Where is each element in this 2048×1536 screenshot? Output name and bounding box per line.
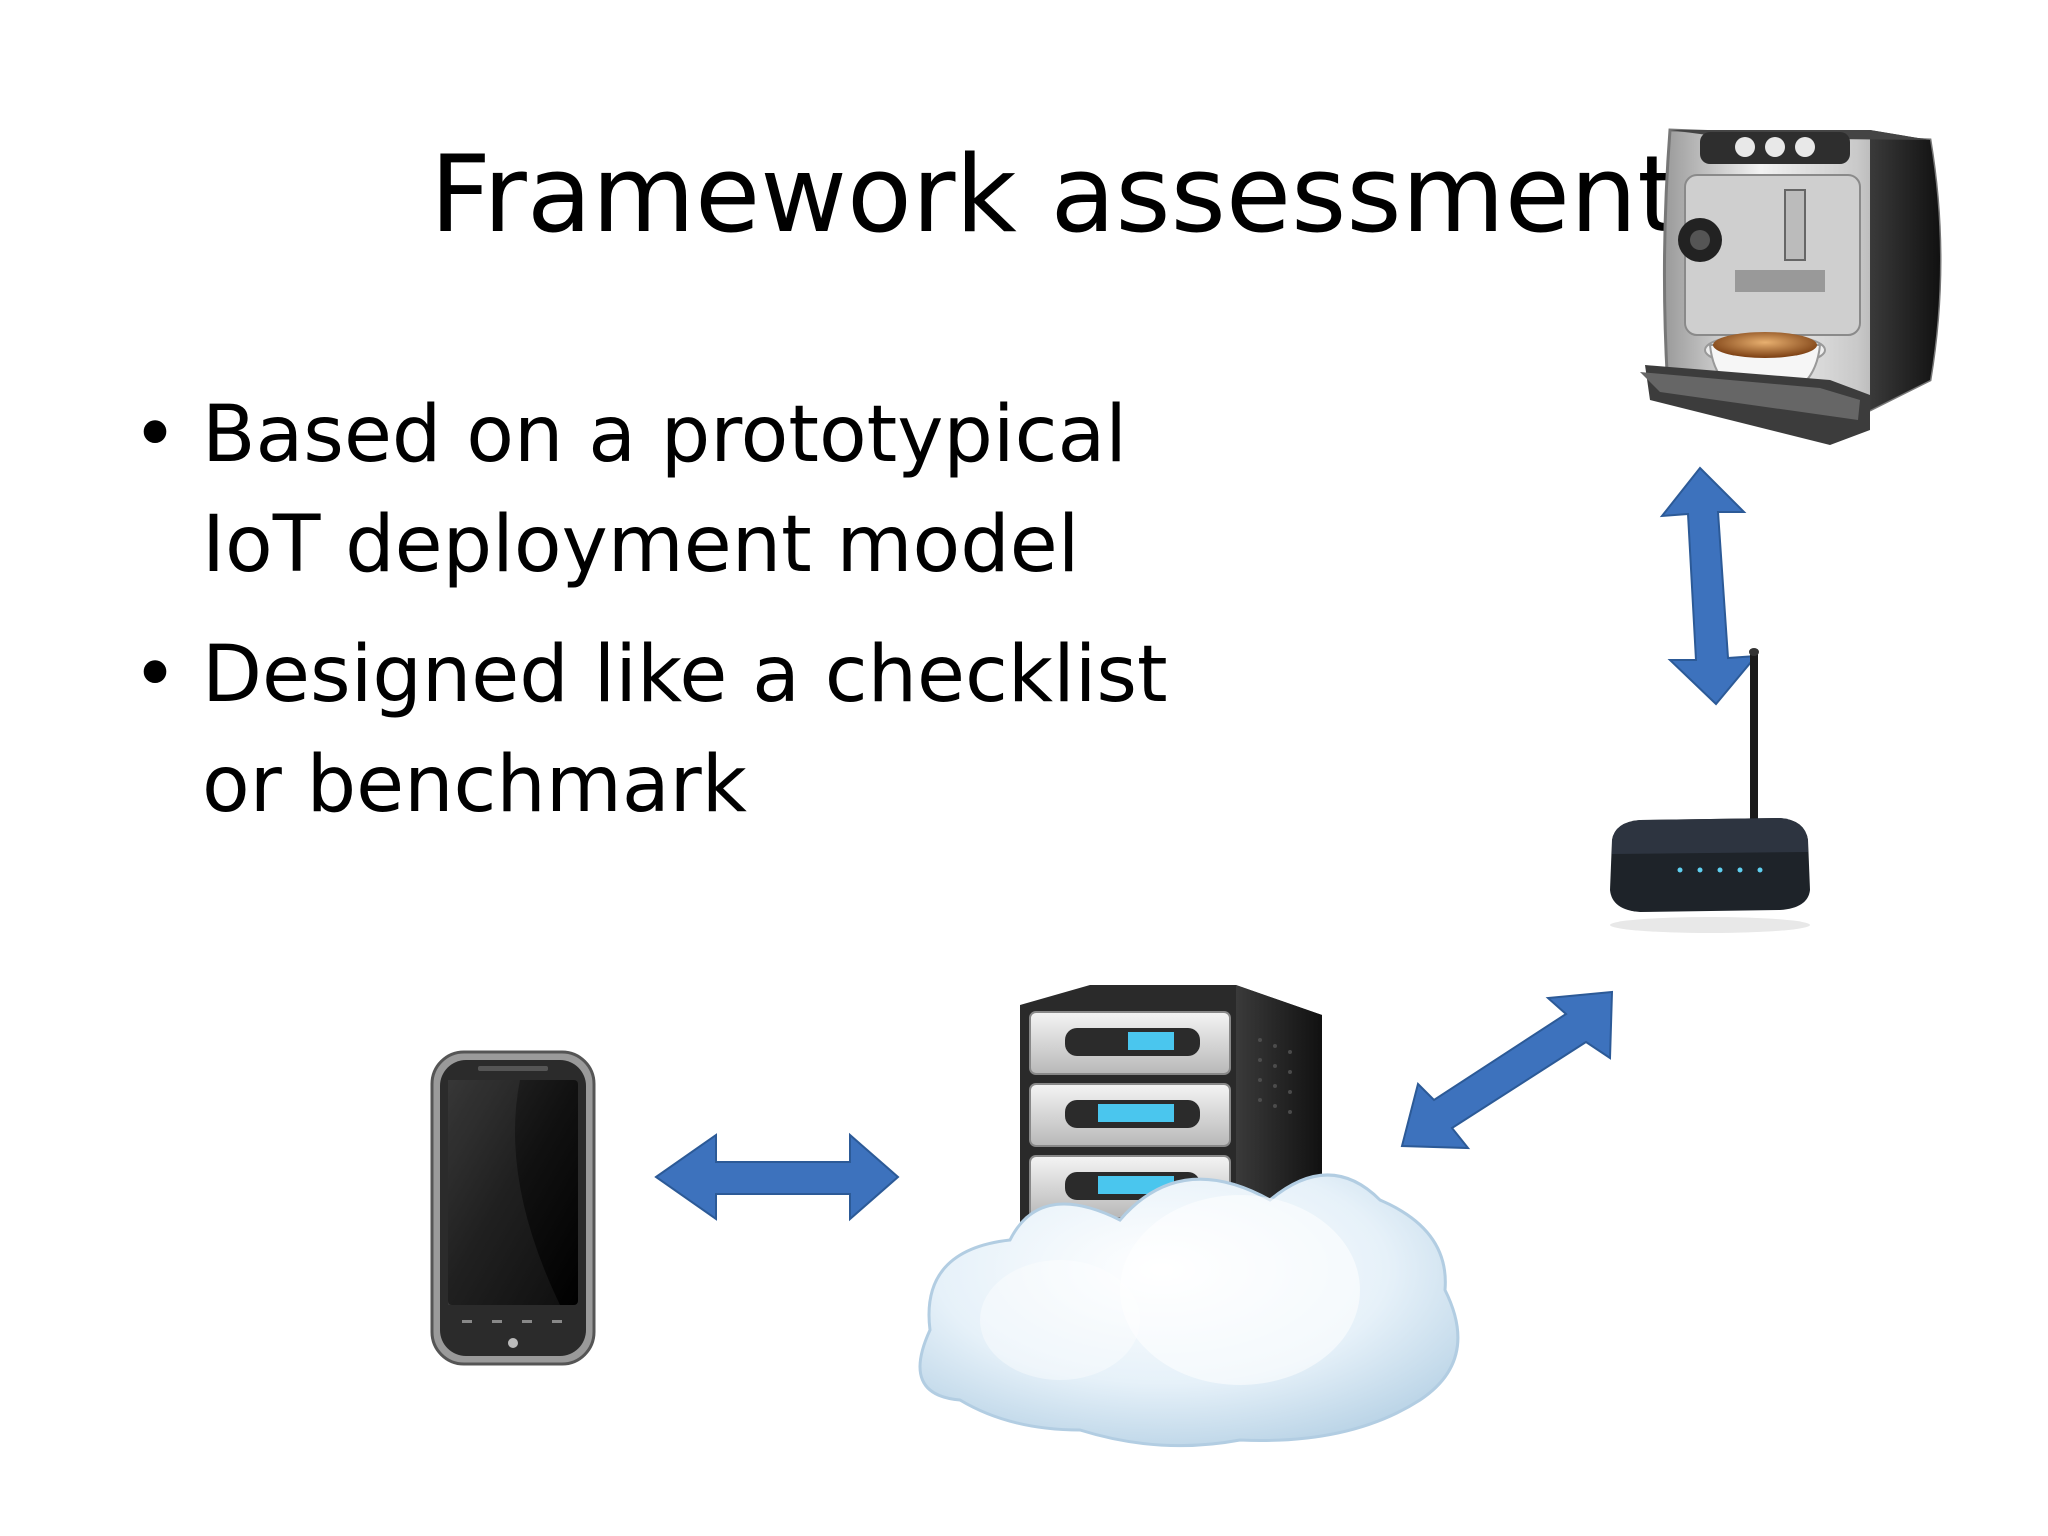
arrow-machine-router-icon [1659, 466, 1759, 706]
server-drawer-icon [1029, 1011, 1231, 1075]
bullet-dot: • [132, 390, 179, 480]
arrow-router-server-icon [1400, 990, 1614, 1150]
bullet-text: Designed like a checklist or benchmark [202, 630, 1168, 830]
server-drawer-icon [1029, 1083, 1231, 1147]
cloud-icon [918, 1173, 1460, 1448]
bullet-dot: • [132, 630, 179, 720]
cloud-server-icon [918, 985, 1460, 1448]
coffee-machine-icon [1640, 128, 1942, 445]
slide-title: Framework assessment [430, 133, 1679, 256]
arrow-server-phone-icon [654, 1132, 900, 1222]
wifi-router-icon [1610, 648, 1810, 933]
bullet-text: Based on a prototypical IoT deployment m… [202, 390, 1127, 590]
bullet-item: • Designed like a checklist or benchmark [120, 620, 1270, 840]
bullet-list: • Based on a prototypical IoT deployment… [120, 380, 1270, 860]
bullet-item: • Based on a prototypical IoT deployment… [120, 380, 1270, 600]
smartphone-icon [430, 1050, 596, 1366]
